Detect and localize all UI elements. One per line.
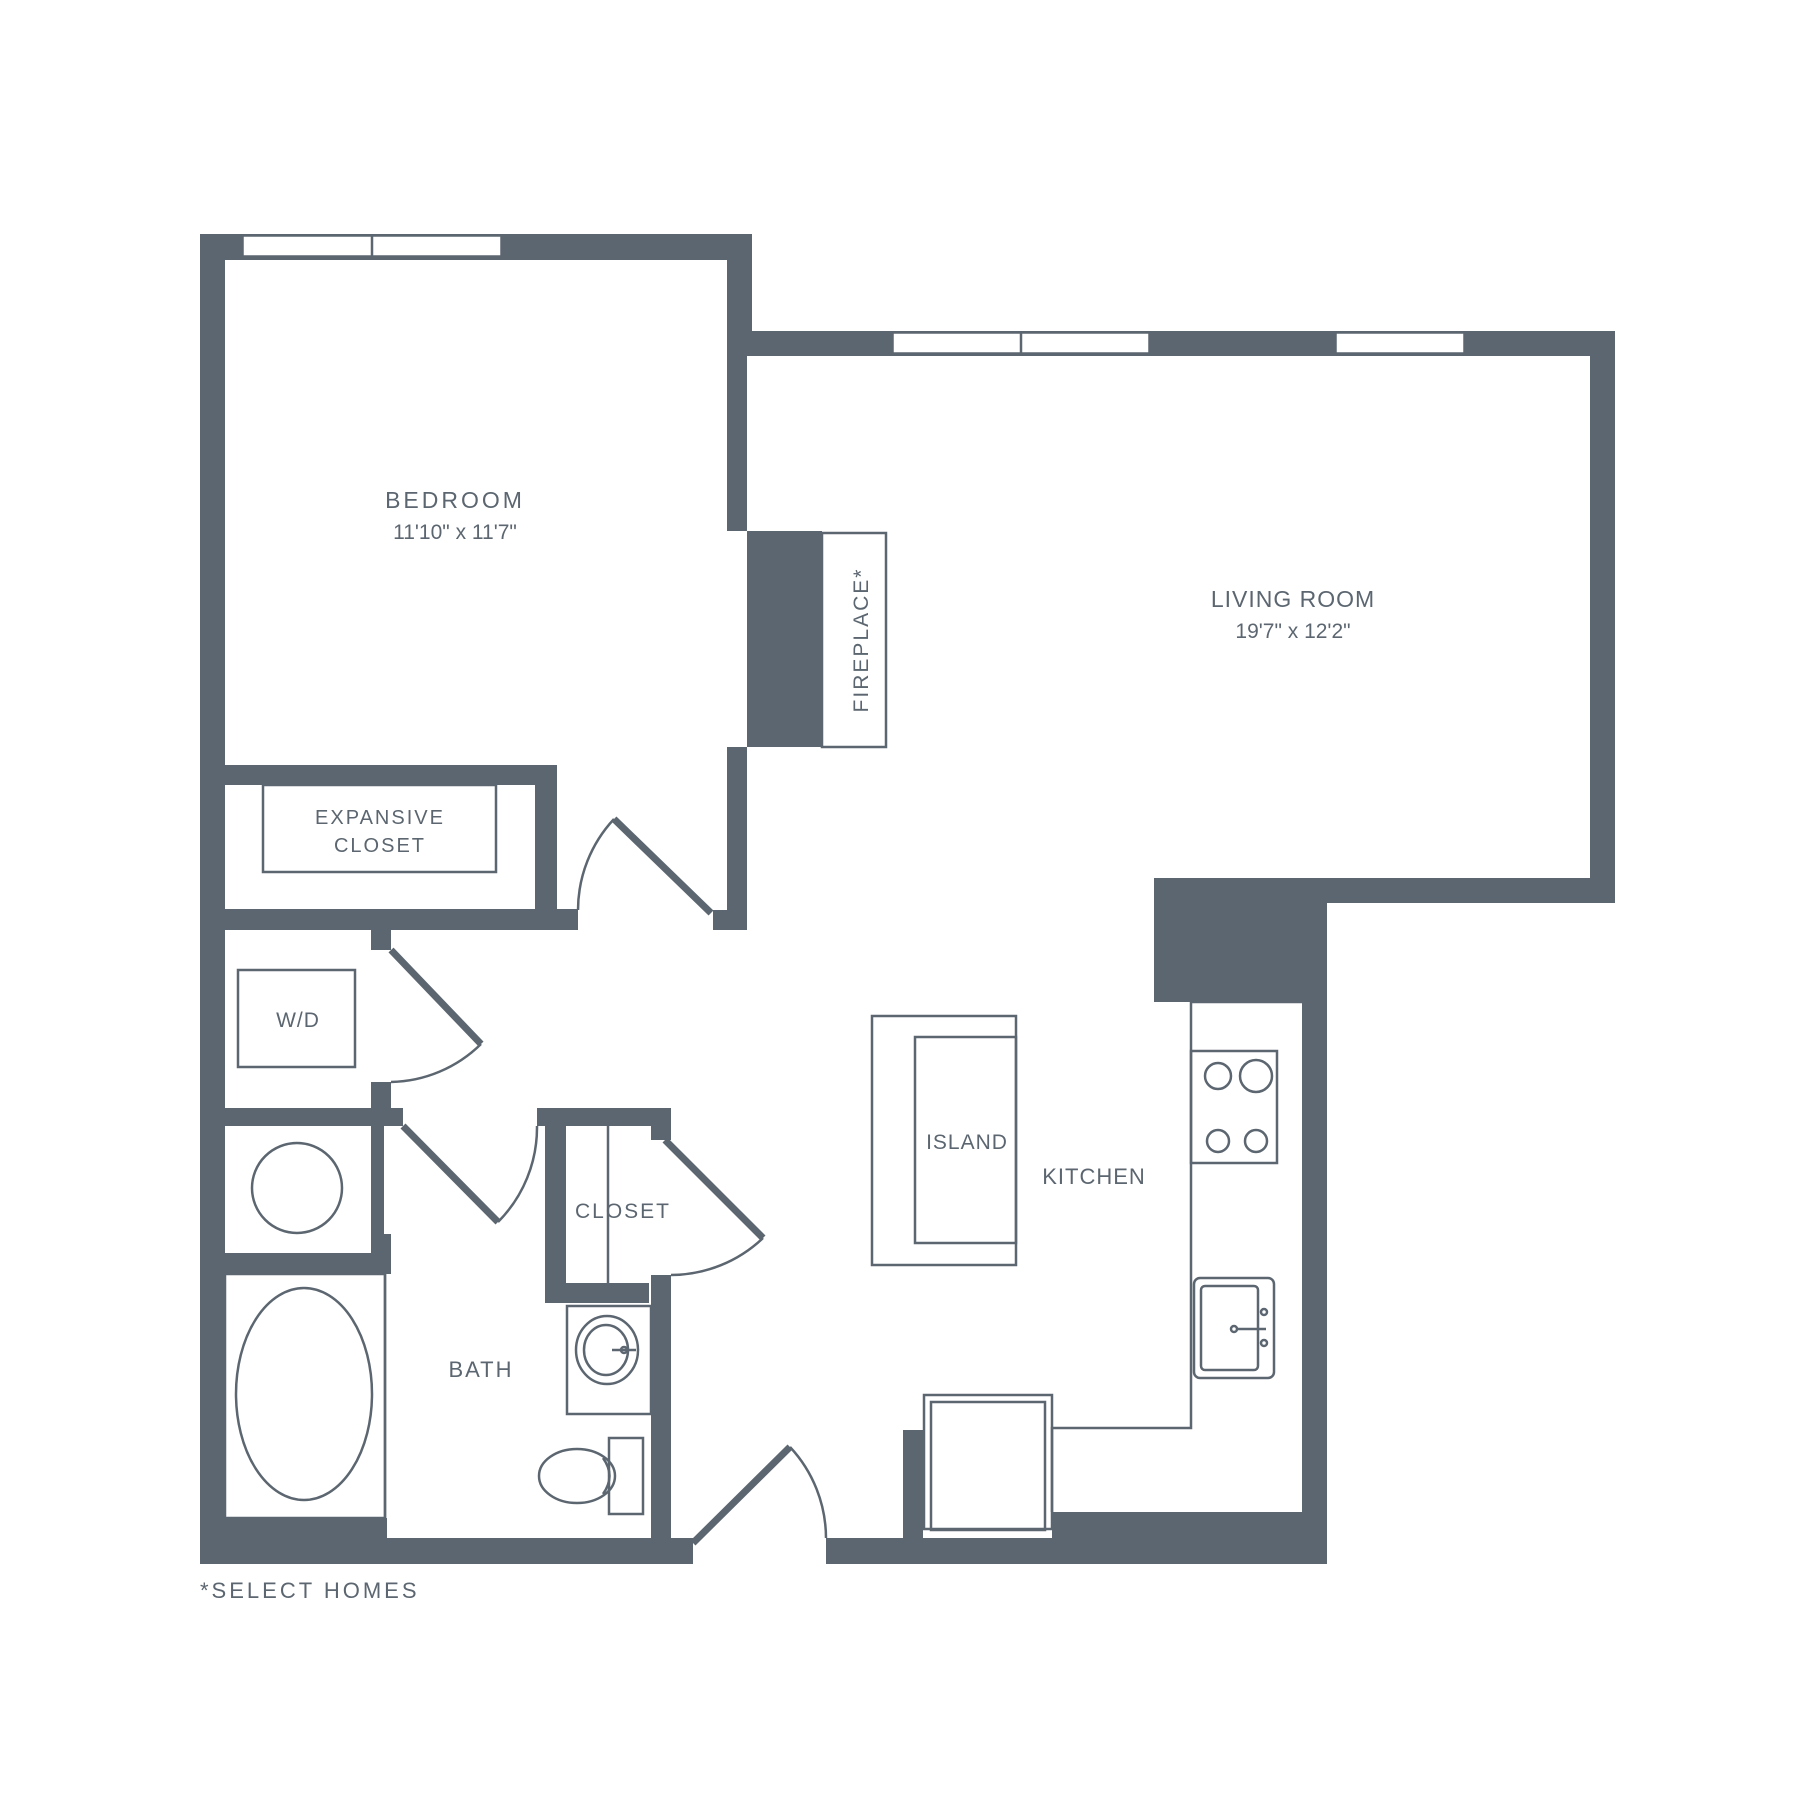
room-labels: BEDROOM 11'10" x 11'7" LIVING ROOM 19'7"… [200, 487, 1375, 1603]
windows [242, 235, 1465, 354]
entry-door [690, 1444, 793, 1546]
bedroom-label: BEDROOM [385, 487, 525, 513]
water-heater [250, 1141, 344, 1235]
bath-door [400, 1123, 501, 1225]
washer-dryer [236, 968, 357, 1069]
island-label: ISLAND [926, 1131, 1008, 1154]
burner-icon [1203, 1061, 1233, 1091]
toilet-icon [537, 1447, 617, 1505]
cooktop [1189, 1049, 1279, 1165]
bedroom-door [611, 816, 714, 916]
bathtub [223, 1272, 387, 1520]
appliance-box [922, 1393, 1054, 1531]
doors [388, 816, 828, 1546]
living-room-size: 19'7" x 12'2" [1235, 620, 1350, 643]
footnote: *SELECT HOMES [200, 1578, 420, 1603]
expansive-closet-label-1: EXPANSIVE [315, 807, 445, 829]
kitchen-label: KITCHEN [1042, 1164, 1146, 1189]
bath-label: BATH [448, 1357, 513, 1382]
laundry-door [388, 947, 484, 1047]
exterior-walls [200, 234, 1615, 1564]
bedroom-size: 11'10" x 11'7" [393, 521, 517, 544]
closet-shelf [261, 783, 498, 874]
bath-vanity [565, 1304, 653, 1416]
burner-icon [1243, 1128, 1269, 1154]
island-top [913, 1035, 1018, 1245]
burner-icon [1238, 1058, 1274, 1094]
bath-sink-icon [574, 1314, 640, 1386]
closet-door [662, 1137, 766, 1241]
fireplace-mantel [820, 531, 888, 749]
burner-icon [1205, 1128, 1231, 1154]
kitchen-sink [1192, 1276, 1276, 1380]
living-window-right [1335, 332, 1465, 354]
fireplace-label: FIREPLACE* [850, 568, 873, 713]
fixtures [223, 531, 1302, 1532]
kitchen-counter [1050, 1002, 1193, 1512]
tub-basin [234, 1286, 374, 1502]
fireplace-firebox [747, 531, 822, 747]
interior-walls [225, 351, 1327, 1564]
wd-label: W/D [276, 1009, 320, 1032]
closet-label: CLOSET [575, 1200, 671, 1223]
expansive-closet-label-2: CLOSET [334, 835, 426, 857]
living-room-label: LIVING ROOM [1211, 586, 1375, 612]
